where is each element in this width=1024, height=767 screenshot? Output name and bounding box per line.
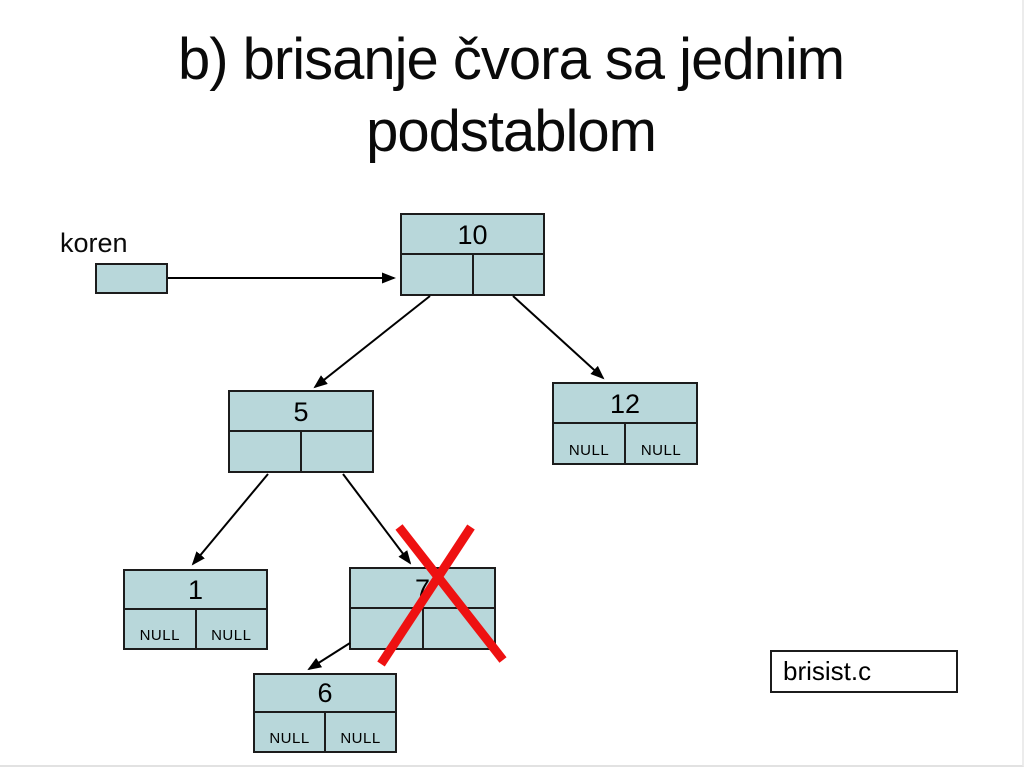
edge-7-to-6 [307, 642, 351, 671]
tree-node-1: 1 NULL NULL [123, 569, 268, 650]
file-reference-label: brisist.c [783, 656, 872, 686]
node-6-value: 6 [255, 675, 395, 713]
edge-10-to-5 [313, 295, 431, 389]
file-reference-box: brisist.c [770, 650, 958, 693]
slide-title: b) brisanje čvora sa jednim podstablom [0, 24, 1022, 168]
edge-10-to-12 [512, 295, 605, 380]
tree-node-12: 12 NULL NULL [552, 382, 698, 465]
tree-node-5: 5 [228, 390, 374, 473]
node-6-left-pointer: NULL [269, 730, 310, 747]
edge-5-to-7 [342, 473, 412, 565]
node-7-right-pointer [421, 608, 495, 648]
node-12-value: 12 [554, 384, 696, 424]
node-1-value: 1 [125, 571, 266, 610]
tree-node-6: 6 NULL NULL [253, 673, 397, 753]
root-pointer-box [95, 263, 168, 294]
node-5-right-pointer [300, 431, 372, 471]
edge-5-to-1 [191, 473, 269, 566]
node-7-value: 7 [351, 569, 494, 609]
slide-title-line1: b) brisanje čvora sa jednim [177, 27, 845, 92]
node-5-left-pointer [230, 432, 300, 472]
node-5-value: 5 [230, 392, 372, 432]
node-10-right-pointer [471, 254, 544, 294]
node-12-right-pointer: NULL [624, 423, 696, 463]
node-1-left-pointer: NULL [139, 627, 180, 644]
node-10-left-pointer [402, 255, 472, 295]
root-pointer-label: koren [60, 228, 128, 258]
slide-title-line2: podstablom [366, 99, 657, 164]
tree-node-10: 10 [400, 213, 545, 296]
node-12-left-pointer: NULL [568, 442, 610, 459]
node-6-right-pointer: NULL [324, 713, 395, 751]
node-10-value: 10 [402, 215, 543, 255]
node-7-left-pointer [351, 609, 422, 649]
node-1-right-pointer: NULL [194, 609, 267, 648]
tree-node-7-deleted: 7 [349, 567, 496, 650]
